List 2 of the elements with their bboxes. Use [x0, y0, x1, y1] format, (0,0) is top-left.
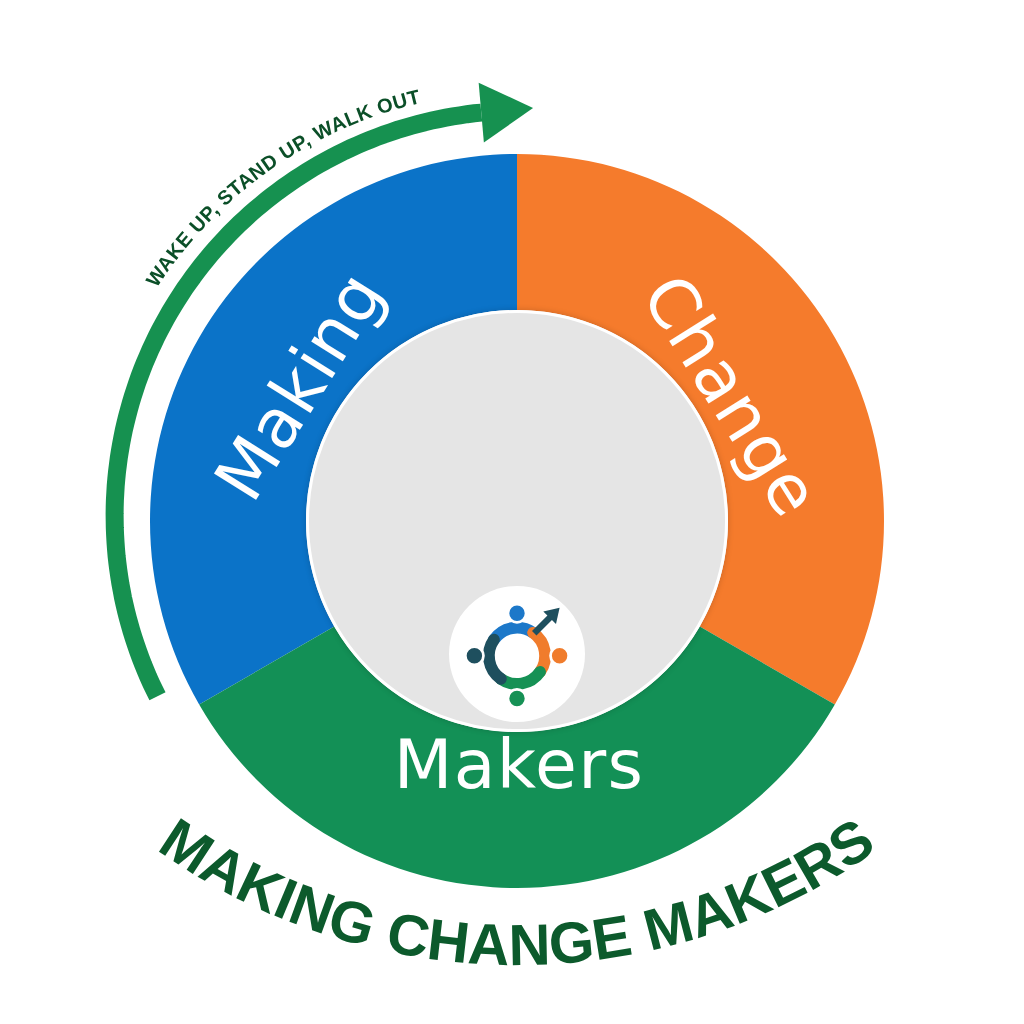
segment-label: Makers [393, 737, 645, 793]
ring-segment [516, 154, 884, 705]
